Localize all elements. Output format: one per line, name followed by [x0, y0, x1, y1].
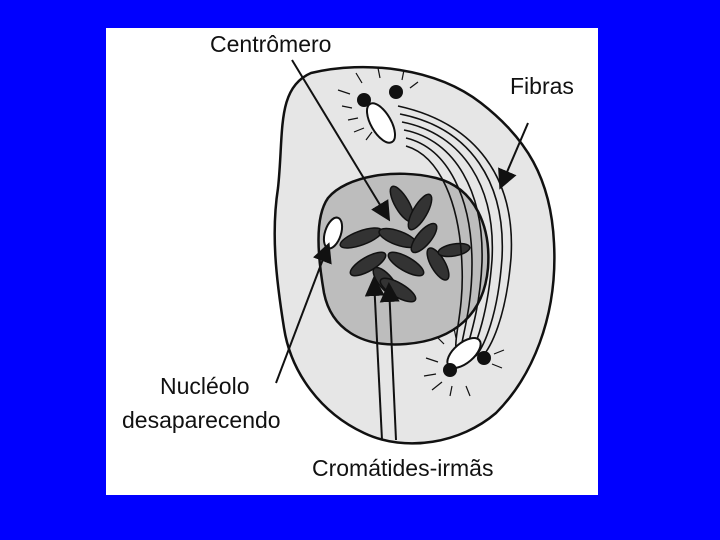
- label-fibers: Fibras: [510, 73, 574, 99]
- diagram-panel: Centrômero Fibras Nucléolo desaparecendo…: [106, 28, 598, 495]
- label-nucleolus-line1: Nucléolo: [160, 373, 250, 399]
- label-sister-chromatids: Cromátides-irmãs: [312, 455, 493, 481]
- label-nucleolus-line2: desaparecendo: [122, 407, 281, 433]
- cell-diagram: Centrômero Fibras Nucléolo desaparecendo…: [106, 28, 598, 495]
- label-centromere: Centrômero: [210, 31, 331, 57]
